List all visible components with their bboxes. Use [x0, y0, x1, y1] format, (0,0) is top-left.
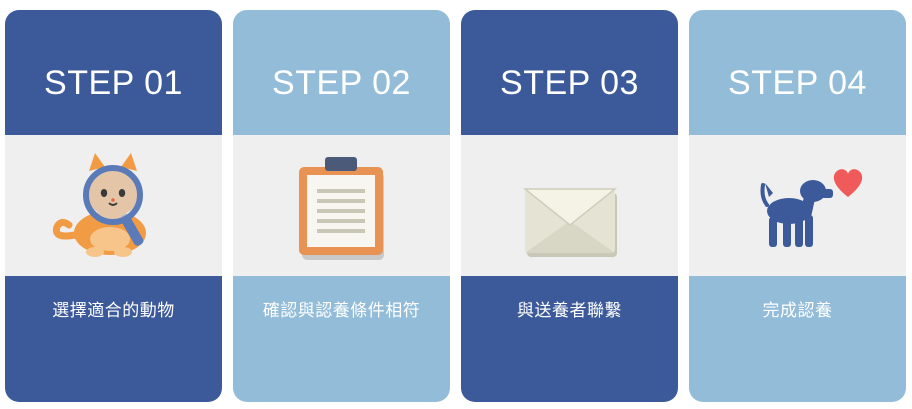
step-header: STEP 02 [233, 10, 450, 134]
envelope-icon [522, 188, 618, 257]
step-card-2: STEP 02 確認與認養條件相符 [233, 10, 450, 402]
step-title: STEP 02 [272, 63, 411, 102]
step-description: 確認與認養條件相符 [262, 301, 421, 321]
step-illustration-area [689, 135, 906, 276]
step-card-4: STEP 04 完成認養 [689, 10, 906, 402]
cat-magnifier-icon [52, 153, 146, 257]
step-card-3: STEP 03 與送養者聯繫 [461, 10, 678, 402]
step-header: STEP 03 [461, 10, 678, 134]
step-title: STEP 04 [728, 63, 867, 102]
step-title: STEP 01 [44, 63, 183, 102]
step-illustration-area [461, 135, 678, 276]
step-description: 選擇適合的動物 [52, 301, 175, 321]
dog-heart-icon [760, 169, 863, 247]
step-illustration-area [5, 135, 222, 276]
step-card-1: STEP 01 選擇適合的動物 [5, 10, 222, 402]
step-illustration-area [233, 135, 450, 276]
step-header: STEP 01 [5, 10, 222, 134]
step-header: STEP 04 [689, 10, 906, 134]
clipboard-icon [299, 157, 384, 260]
step-description: 完成認養 [762, 301, 833, 321]
step-title: STEP 03 [500, 63, 639, 102]
step-description: 與送養者聯繫 [517, 301, 622, 321]
